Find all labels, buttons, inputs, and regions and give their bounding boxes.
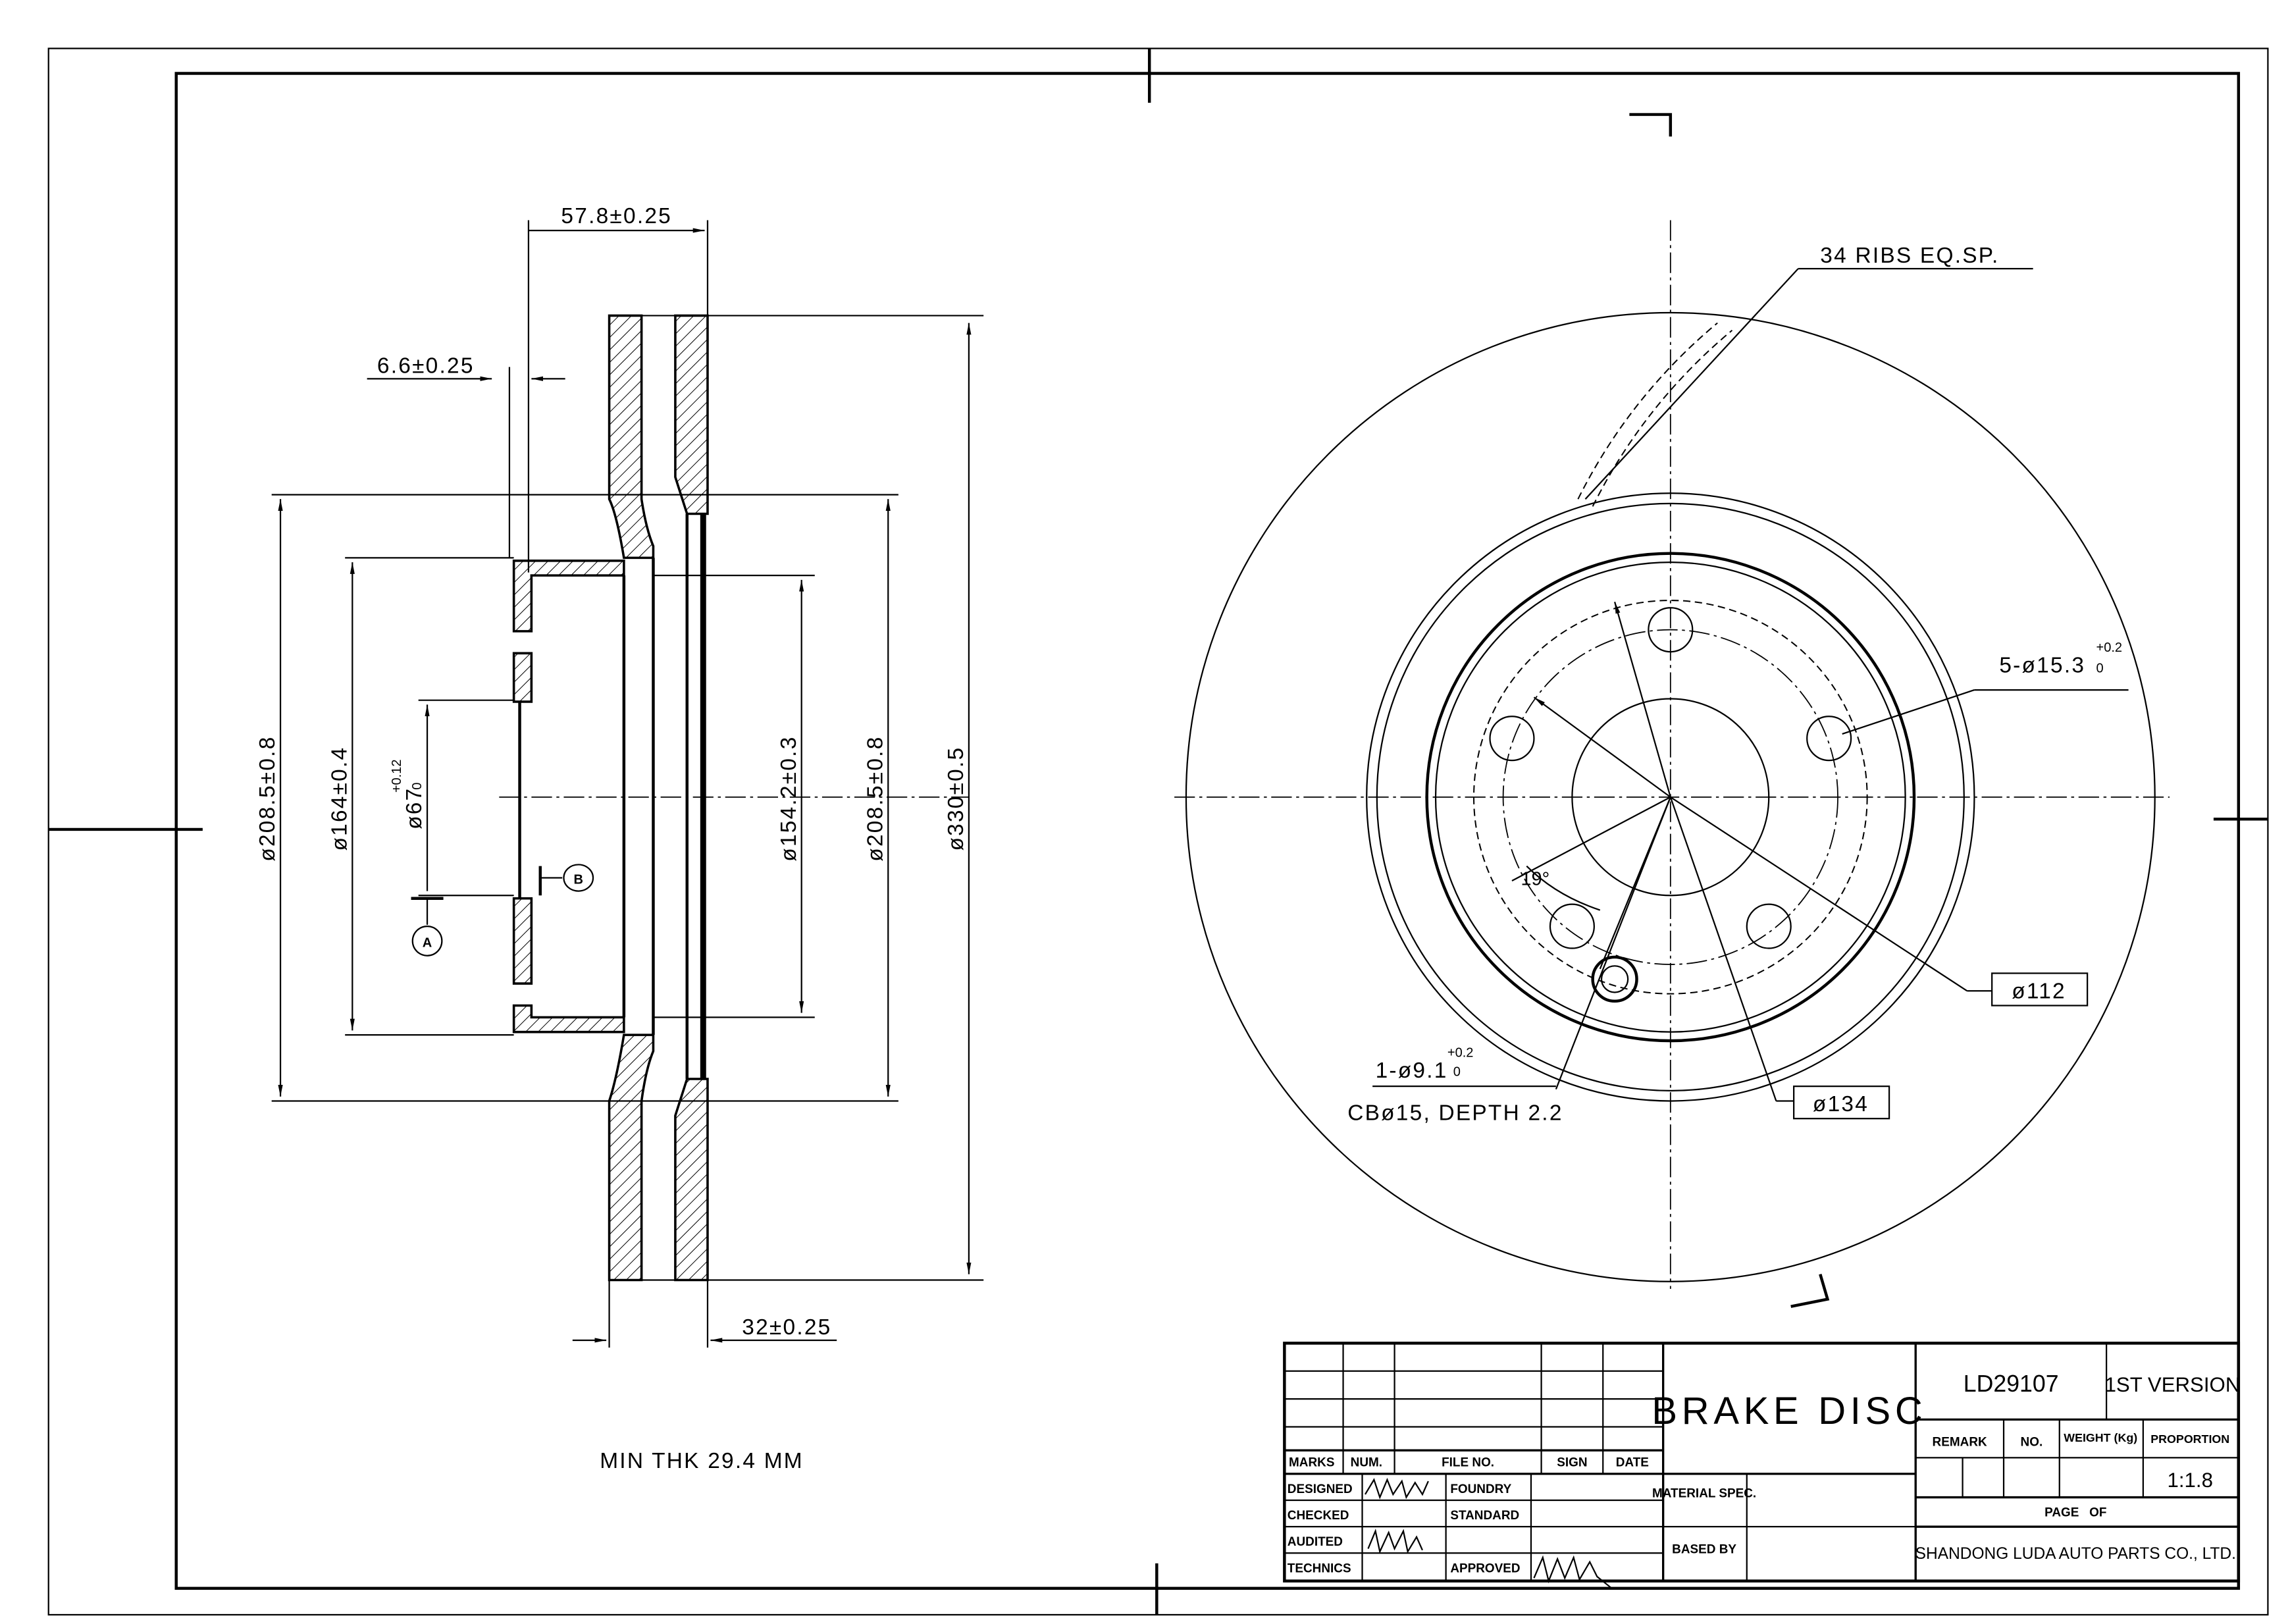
header-file-no: FILE NO. (1442, 1456, 1494, 1470)
ring-134 (1473, 600, 1868, 995)
section-arrow-bottom (1790, 1273, 1830, 1308)
bolt-holes (1489, 607, 1852, 949)
locating-hole-cb (1591, 955, 1638, 1003)
dim-disc-thickness: 32±0.25 (742, 1315, 831, 1340)
datum-b-label: B (573, 872, 583, 887)
pcd-box (1991, 972, 2089, 1007)
role-audited: AUDITED (1288, 1535, 1343, 1549)
dim-center-bore-tol-upper: +0.12 (390, 759, 404, 793)
based-by-label: BASED BY (1672, 1542, 1736, 1556)
header-sign: SIGN (1557, 1456, 1587, 1470)
role-foundry: FOUNDRY (1450, 1482, 1511, 1496)
counterbore-note: CBø15, DEPTH 2.2 (1347, 1101, 1563, 1125)
role-technics: TECHNICS (1288, 1561, 1351, 1575)
datum-a-label: A (423, 935, 432, 950)
dim-inner-hat: ø154.2±0.3 (777, 735, 801, 861)
bolt-holes-tol-upper: +0.2 (2096, 641, 2123, 655)
datum-a-marker (411, 925, 443, 956)
dim-friction-inner-left: ø208.5±0.8 (255, 735, 280, 861)
page-of: PAGE OF (2044, 1506, 2106, 1520)
section-view: A B 57.8±0.25 6.6±0.25 32±0.25 ø330±0.5 … (255, 204, 984, 1473)
company-name: SHANDONG LUDA AUTO PARTS CO., LTD. (1915, 1545, 2236, 1563)
front-view: ø112 ø134 34 RIBS EQ.SP. 5-ø15.3 +0.2 0 … (1174, 113, 2170, 1308)
dim-hat-diameter: ø164±0.4 (327, 747, 351, 851)
dim-overall-height: 57.8±0.25 (561, 204, 672, 228)
title-block: MARKS NUM. FILE NO. SIGN DATE DESIGNED C… (1283, 1342, 2241, 1589)
weight-label: WEIGHT (Kg) (2064, 1431, 2137, 1444)
datum-b-marker (563, 864, 594, 892)
outboard-ring-bottom (608, 1034, 655, 1282)
part-number: LD29107 (1964, 1371, 2059, 1397)
header-num: NUM. (1351, 1456, 1382, 1470)
version: 1ST VERSION (2105, 1373, 2241, 1396)
role-standard: STANDARD (1450, 1509, 1519, 1523)
ring-label: ø134 (1813, 1092, 1869, 1116)
min-thickness-note: MIN THK 29.4 MM (600, 1449, 804, 1473)
dim-center-bore: ø67 (402, 787, 427, 829)
proportion-value: 1:1.8 (2168, 1469, 2213, 1492)
hat-top (512, 560, 625, 633)
dim-outer-diameter: ø330±0.5 (944, 747, 968, 851)
drawing-frame (47, 47, 2269, 1616)
role-designed: DESIGNED (1288, 1482, 1353, 1496)
locating-hole-tol-upper: +0.2 (1447, 1046, 1474, 1061)
bolt-circle (1502, 629, 1838, 965)
header-date: DATE (1616, 1456, 1649, 1470)
outer-edge (1185, 311, 2156, 1282)
inboard-ring-top (674, 314, 709, 515)
no-label: NO. (2021, 1436, 2043, 1450)
ribs-indication (1577, 322, 1718, 500)
proportion-label: PROPORTION (2150, 1432, 2229, 1446)
dim-hat-thickness: 6.6±0.25 (377, 354, 475, 378)
locating-hole-tol-lower: 0 (1453, 1065, 1461, 1080)
bolt-holes-tol-lower: 0 (2096, 661, 2104, 675)
dim-center-bore-tol-lower: 0 (410, 783, 425, 790)
bolt-holes-note: 5-ø15.3 (1999, 653, 2085, 677)
section-arrow-top (1629, 113, 1673, 137)
ring-box (1793, 1086, 1890, 1120)
locating-hole-note: 1-ø9.1 (1376, 1059, 1448, 1083)
dim-friction-inner-right: ø208.5±0.8 (863, 735, 887, 861)
inboard-ring-bottom (674, 1078, 709, 1282)
material-spec-label: MATERIAL SPEC. (1652, 1487, 1756, 1501)
signatures (1365, 1477, 1613, 1589)
angle-label: 19° (1521, 869, 1549, 890)
hat-bottom (512, 1004, 625, 1034)
center-bore (1571, 698, 1770, 897)
header-marks: MARKS (1289, 1456, 1334, 1470)
locating-hole (1600, 965, 1629, 993)
pcd-label: ø112 (2012, 979, 2066, 1003)
part-name: BRAKE DISC (1652, 1390, 1927, 1432)
ribs-note: 34 RIBS EQ.SP. (1820, 244, 1999, 268)
role-approved: APPROVED (1450, 1561, 1520, 1575)
role-checked: CHECKED (1288, 1509, 1349, 1523)
remark-label: REMARK (1933, 1436, 1987, 1450)
outboard-ring-top (608, 314, 655, 560)
